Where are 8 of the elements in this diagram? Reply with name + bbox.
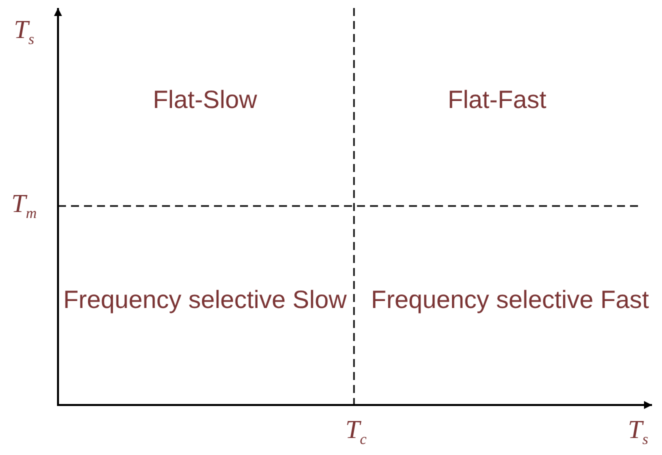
axis-label: T$_{m}$ bbox=[11, 188, 37, 224]
region-label: Flat-Slow bbox=[152, 84, 258, 116]
region-label: Frequency selective Slow bbox=[62, 284, 348, 316]
axis-label: T$_{c}$ bbox=[345, 414, 367, 450]
region-label: Frequency selective Fast bbox=[370, 284, 650, 316]
axis-label: T$_{s}$ bbox=[628, 414, 648, 450]
region-label: Flat-Fast bbox=[446, 84, 548, 116]
axis-label: T$_{s}$ bbox=[14, 14, 34, 50]
